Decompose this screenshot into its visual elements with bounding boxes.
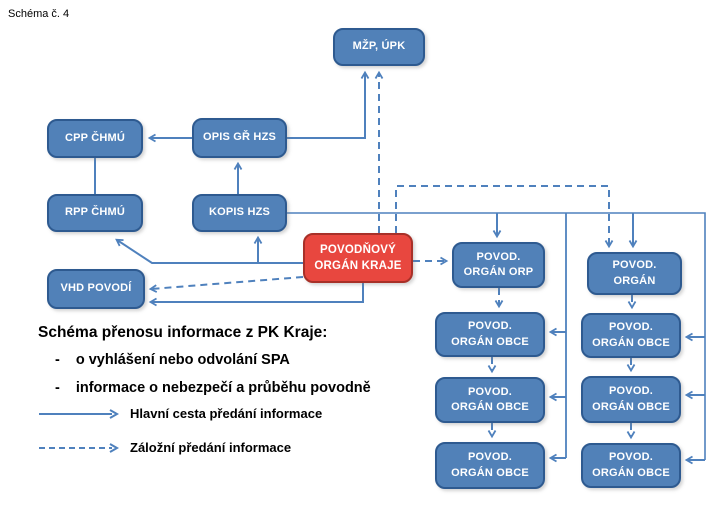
node-rpp-chmu: RPP ČHMÚ [47, 194, 143, 232]
edge-kraj-to-rpp [115, 238, 303, 264]
node-povod-organ-obce-r2: POVOD. ORGÁN OBCE [581, 376, 681, 423]
bullet-dash: - [55, 352, 60, 368]
node-vhd-povodi: VHD POVODÍ [47, 269, 145, 309]
node-kopis-hzs: KOPIS HZS [192, 194, 287, 232]
edge-opis-to-mzp [287, 70, 370, 139]
node-povod-organ-obce-m1: POVOD. ORGÁN OBCE [435, 312, 545, 357]
node-povod-organ-orp: POVOD. ORGÁN ORP [452, 242, 545, 288]
node-povod-organ-obce-m2: POVOD. ORGÁN OBCE [435, 377, 545, 423]
node-povod-organ-obce-m3: POVOD. ORGÁN OBCE [435, 442, 545, 489]
dashed-arrow-icon [39, 442, 120, 453]
bullet-dash: - [55, 380, 60, 396]
edge-kraj-to-vhd-solid [148, 283, 364, 307]
edge-kraj-to-vhd-dashed [148, 276, 304, 293]
legend-solid-row: Hlavní cesta předání informace [38, 406, 322, 421]
schema-number-label: Schéma č. 4 [8, 8, 70, 20]
edge-kopis-main-bus [287, 212, 706, 460]
node-cpp-chmu: CPP ČHMÚ [47, 119, 143, 158]
legend-dashed-label: Záložní předání informace [130, 440, 292, 455]
caption-bullet-1: - o vyhlášení nebo odvolání SPA [55, 352, 290, 368]
node-mzp-upk: MŽP, ÚPK [333, 28, 425, 66]
node-povod-organ-obce-r1: POVOD. ORGÁN OBCE [581, 313, 681, 358]
caption-bullet-2-text: informace o nebezpečí a průběhu povodně [75, 380, 371, 396]
node-povodnovy-organ-kraje: POVODŇOVÝ ORGÁN KRAJE [303, 233, 413, 283]
node-opis-gr-hzs: OPIS GŘ HZS [192, 118, 287, 158]
caption-bullet-1-text: o vyhlášení nebo odvolání SPA [75, 352, 290, 368]
node-povod-organ-obce-r3: POVOD. ORGÁN OBCE [581, 443, 681, 488]
edge-kraj-to-organ-dashed [395, 185, 614, 249]
legend-dashed-row: Záložní předání informace [38, 440, 291, 455]
solid-arrow-icon [39, 408, 120, 419]
legend-solid-label: Hlavní cesta předání informace [130, 406, 323, 421]
node-povod-organ: POVOD. ORGÁN [587, 252, 682, 295]
caption-bullet-2: - informace o nebezpečí a průběhu povodn… [55, 380, 371, 396]
caption-title: Schéma přenosu informace z PK Kraje: [38, 324, 328, 341]
